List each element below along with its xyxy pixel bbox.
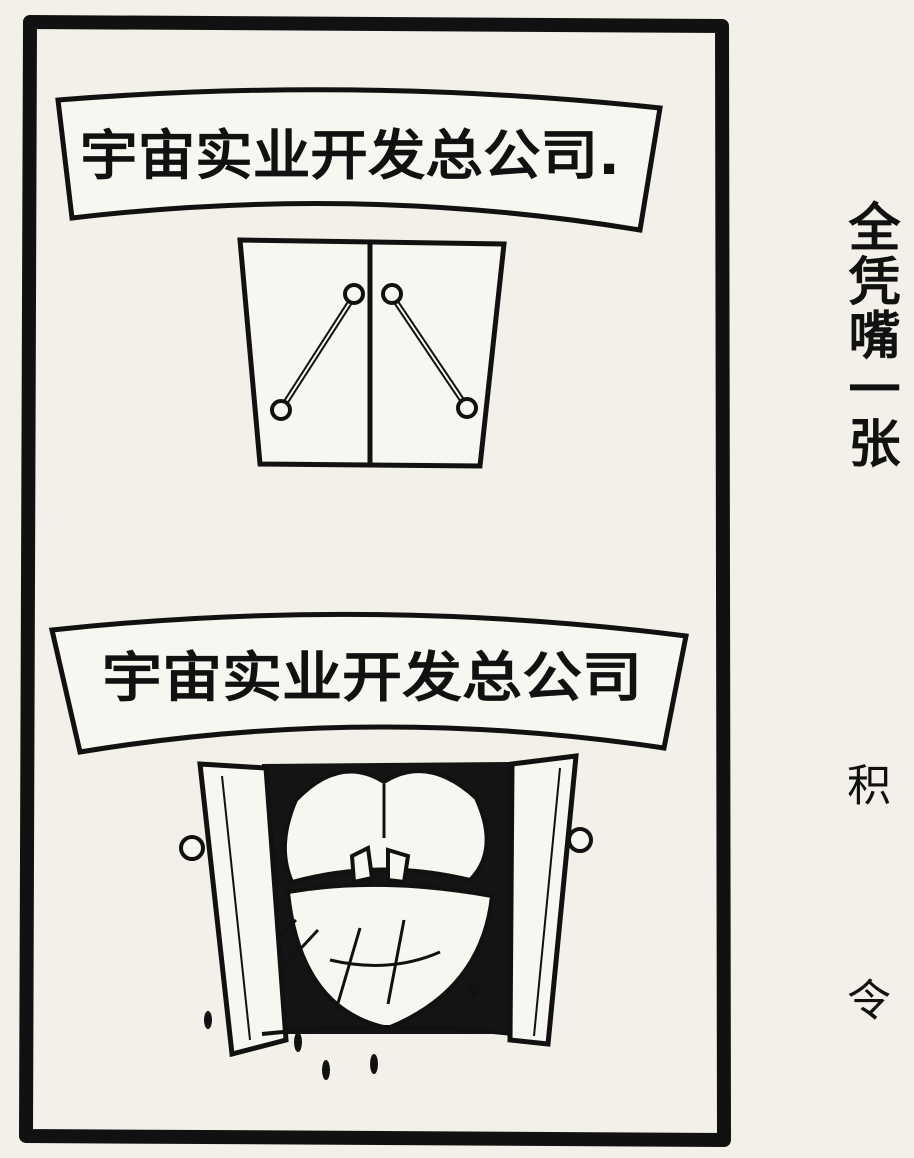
cartoon-author: 积 令	[839, 762, 890, 1081]
top-company-sign	[55, 87, 663, 233]
open-doors-with-mouth	[179, 753, 593, 1080]
closed-doors	[237, 237, 507, 469]
bottom-company-sign	[48, 611, 689, 755]
cartoon-title: 全凭嘴一张	[839, 200, 899, 470]
top-sign-text: 宇宙实业开发总公司.	[80, 124, 620, 187]
cartoon-frame	[19, 15, 731, 1147]
bottom-sign-text: 宇宙实业开发总公司	[102, 646, 642, 709]
